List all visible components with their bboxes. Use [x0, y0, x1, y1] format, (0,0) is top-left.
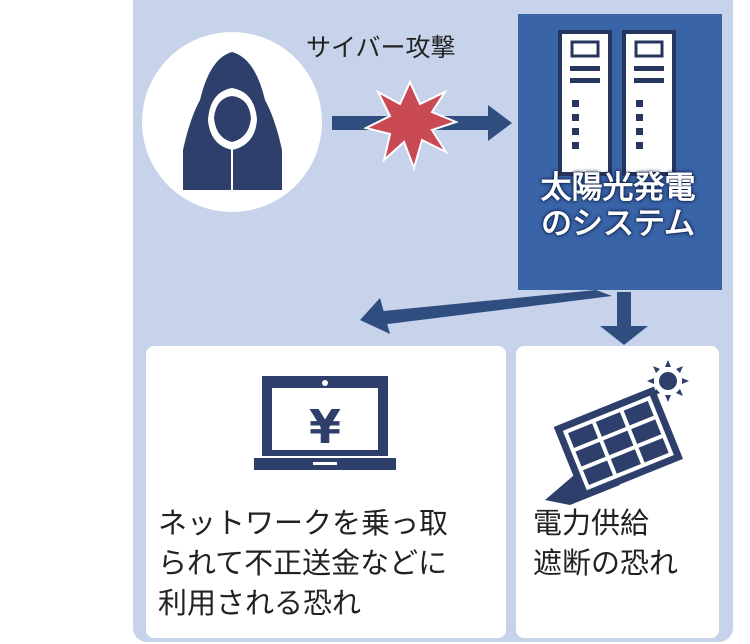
- svg-text:¥: ¥: [309, 400, 341, 454]
- solar-system-label: 太陽光発電 のシステム: [515, 170, 721, 242]
- arrow-to-power: [600, 292, 648, 345]
- network-risk-line: ネットワークを乗っ取: [158, 506, 449, 540]
- solar-system-box: [518, 14, 722, 290]
- network-risk-line: られて不正送金などに: [158, 546, 448, 580]
- network-risk-line: 利用される恐れ: [158, 586, 362, 620]
- explosion-icon: [363, 79, 459, 172]
- arrow-to-network: [360, 290, 612, 334]
- network-risk-text: ネットワークを乗っ取 られて不正送金などに 利用される恐れ: [158, 503, 448, 623]
- power-risk-text: 電力供給 遮断の恐れ: [533, 503, 678, 583]
- server-details: [570, 40, 664, 149]
- solar-system-line2: のシステム: [540, 206, 696, 242]
- sun-icon: [647, 360, 689, 402]
- solar-panel-icon: [545, 386, 684, 505]
- solar-system-line1: 太陽光発電: [540, 170, 696, 206]
- power-risk-line: 電力供給: [533, 506, 650, 540]
- cyber-attack-label: サイバー攻撃: [306, 33, 456, 62]
- hacker-icon: [142, 32, 322, 212]
- power-risk-line: 遮断の恐れ: [533, 546, 679, 580]
- power-risk-card: [516, 346, 719, 638]
- laptop-yen-icon: ¥: [254, 376, 396, 470]
